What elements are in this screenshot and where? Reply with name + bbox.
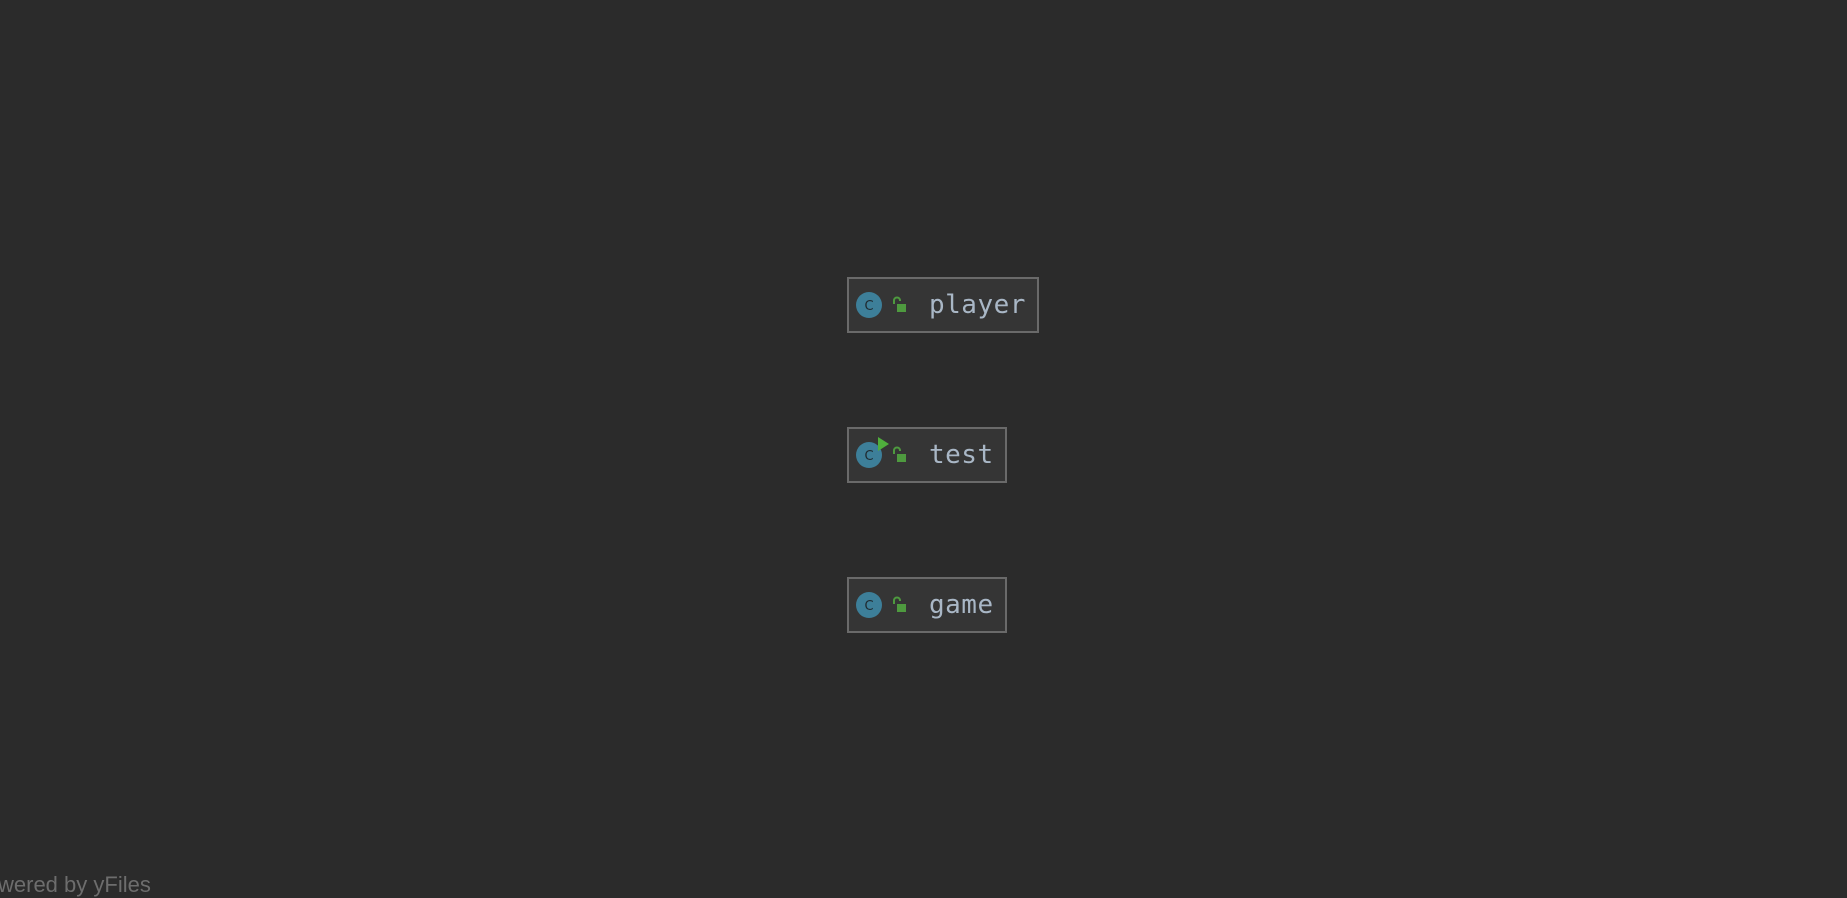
svg-text:C: C bbox=[864, 449, 873, 464]
class-name-label: game bbox=[929, 590, 994, 620]
class-name-label: test bbox=[929, 440, 994, 470]
runnable-class-icon: C bbox=[855, 437, 889, 469]
yfiles-watermark: wered by yFiles bbox=[0, 872, 151, 897]
class-name-label: player bbox=[929, 290, 1026, 320]
svg-text:C: C bbox=[864, 299, 873, 314]
public-lock-icon bbox=[889, 593, 909, 617]
run-triangle-icon bbox=[878, 437, 889, 451]
svg-text:C: C bbox=[864, 599, 873, 614]
class-icon: C bbox=[855, 291, 883, 319]
class-node-player[interactable]: C player bbox=[847, 277, 1039, 333]
class-icon: C bbox=[855, 591, 883, 619]
public-lock-icon bbox=[889, 293, 909, 317]
class-node-game[interactable]: C game bbox=[847, 577, 1007, 633]
public-lock-icon bbox=[889, 443, 909, 467]
class-node-test[interactable]: C test bbox=[847, 427, 1007, 483]
